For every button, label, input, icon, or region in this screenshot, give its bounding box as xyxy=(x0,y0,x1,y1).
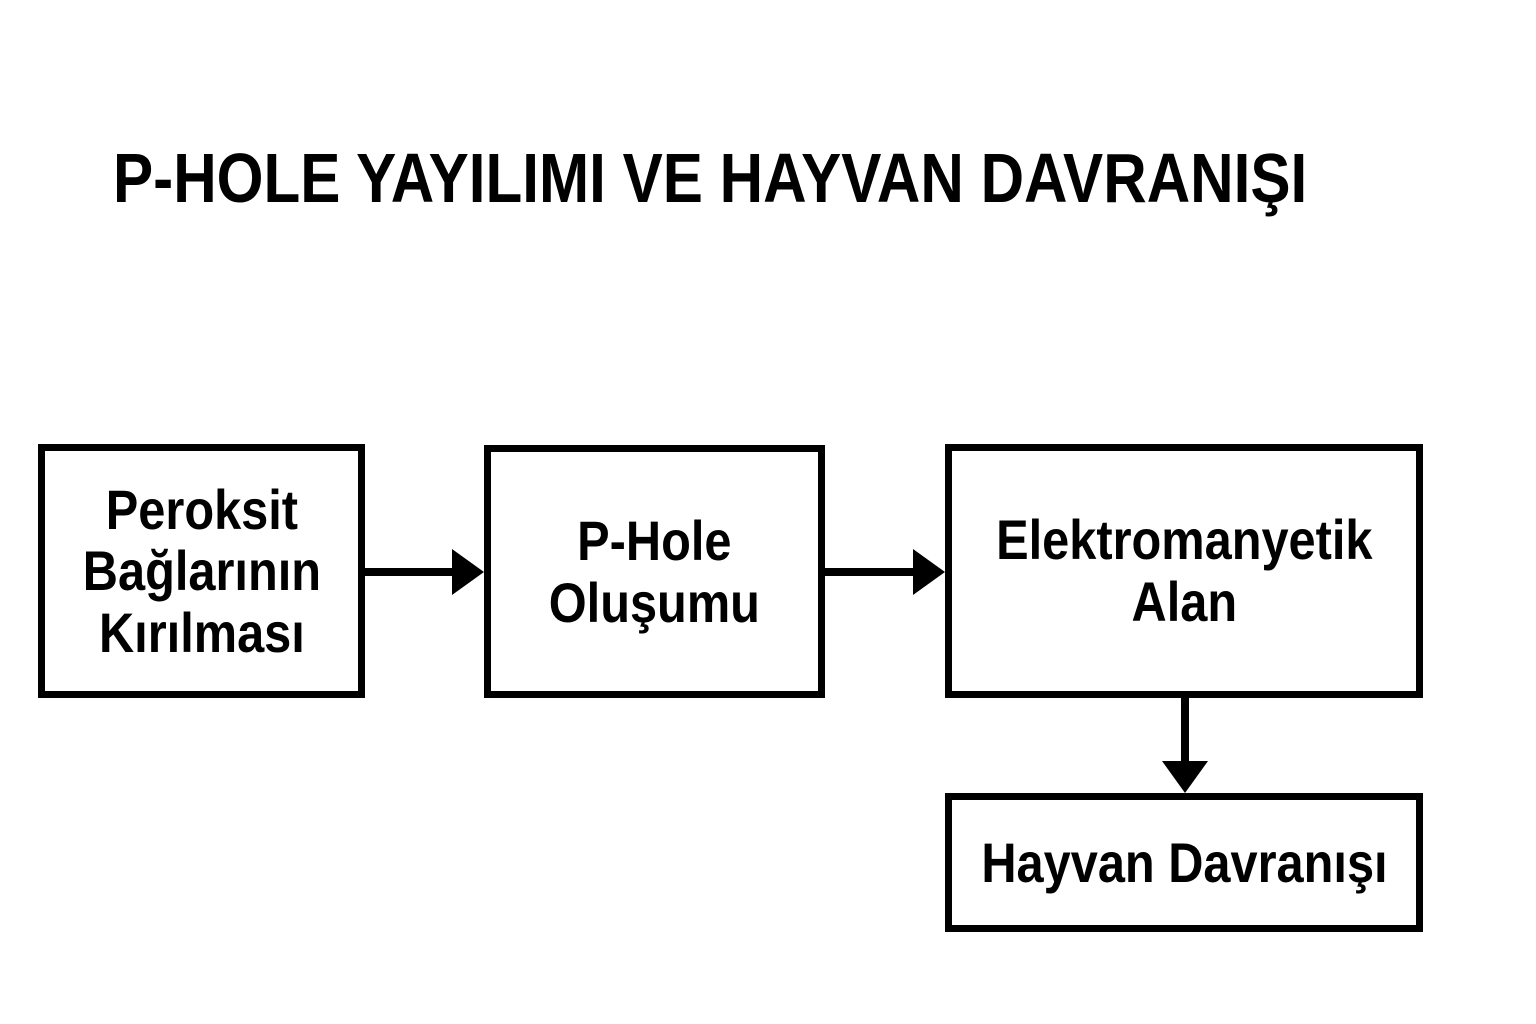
flow-node-label: P-Hole Oluşumu xyxy=(548,508,761,634)
arrow-shaft xyxy=(825,568,916,576)
flow-node-elektromanyetik-alan: Elektromanyetik Alan xyxy=(945,444,1423,698)
arrow-head-icon xyxy=(1162,761,1208,793)
arrow-head-icon xyxy=(913,549,945,595)
arrow-shaft xyxy=(365,568,455,576)
page-title: P-HOLE YAYILIMI VE HAYVAN DAVRANIŞI xyxy=(113,139,1308,217)
arrow-right-peroksit-to-phole xyxy=(365,549,484,595)
arrow-right-phole-to-elektromanyetik xyxy=(825,549,945,595)
arrow-down-elektromanyetik-to-hayvan xyxy=(1162,698,1208,793)
flow-node-peroksit-baglarinin-kirilmasi: Peroksit Bağlarının Kırılması xyxy=(38,444,365,698)
flow-node-label: Peroksit Bağlarının Kırılması xyxy=(82,477,321,664)
flow-node-hayvan-davranisi: Hayvan Davranışı xyxy=(945,793,1423,932)
flow-node-label: Hayvan Davranışı xyxy=(980,830,1388,894)
arrow-head-icon xyxy=(452,549,484,595)
arrow-shaft xyxy=(1181,698,1189,761)
flow-node-label: Elektromanyetik Alan xyxy=(995,508,1373,633)
flow-node-phole-olusumu: P-Hole Oluşumu xyxy=(484,445,825,698)
